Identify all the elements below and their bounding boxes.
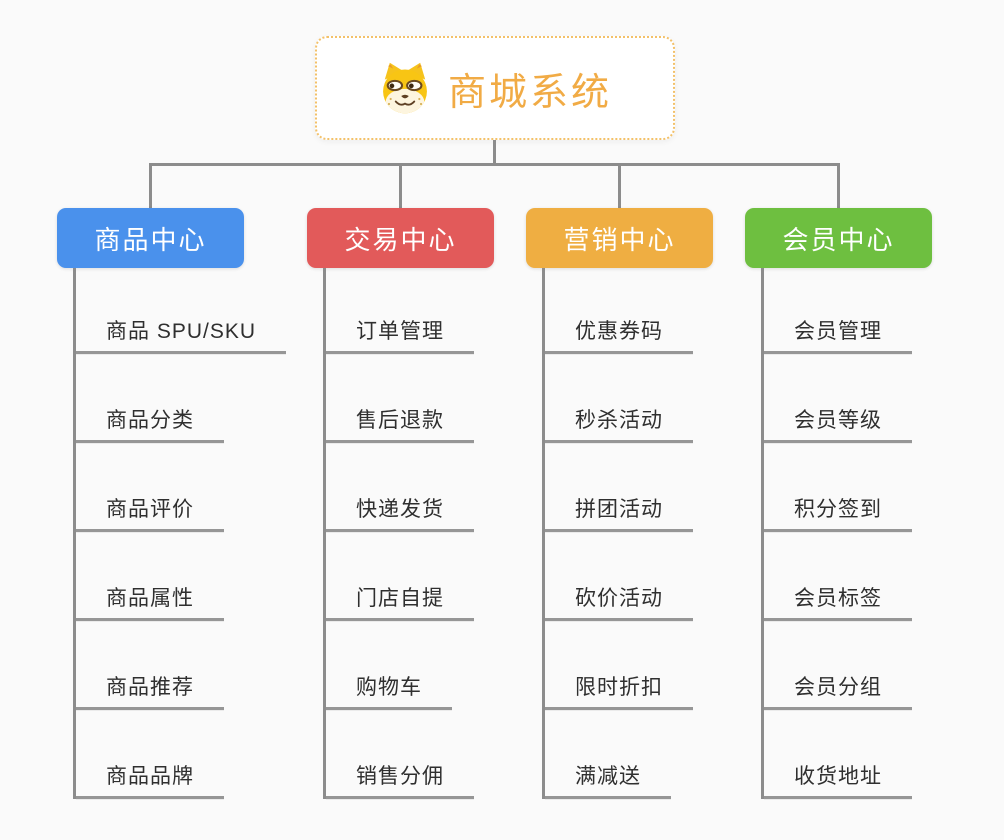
child-topic[interactable]: 拼团活动 bbox=[545, 493, 693, 532]
child-row: 商品分类 bbox=[76, 354, 244, 443]
branch-drop-line bbox=[149, 165, 152, 208]
child-topic[interactable]: 会员标签 bbox=[764, 582, 912, 621]
child-topic[interactable]: 砍价活动 bbox=[545, 582, 693, 621]
child-row: 订单管理 bbox=[326, 268, 494, 354]
branch-children: 会员管理会员等级积分签到会员标签会员分组收货地址 bbox=[761, 268, 932, 799]
child-row: 快递发货 bbox=[326, 443, 494, 532]
branch-topic-trade-center[interactable]: 交易中心 bbox=[307, 208, 494, 268]
child-topic[interactable]: 会员分组 bbox=[764, 671, 912, 710]
child-topic[interactable]: 商品分类 bbox=[76, 404, 224, 443]
child-row: 售后退款 bbox=[326, 354, 494, 443]
child-topic[interactable]: 商品 SPU/SKU bbox=[76, 315, 287, 354]
child-topic[interactable]: 商品品牌 bbox=[76, 760, 224, 799]
child-topic[interactable]: 限时折扣 bbox=[545, 671, 693, 710]
child-row: 商品评价 bbox=[76, 443, 244, 532]
child-row: 商品属性 bbox=[76, 532, 244, 621]
child-row: 会员分组 bbox=[764, 621, 932, 710]
branch-drop-line bbox=[837, 165, 840, 208]
child-topic[interactable]: 会员等级 bbox=[764, 404, 912, 443]
child-row: 会员等级 bbox=[764, 354, 932, 443]
child-topic[interactable]: 商品评价 bbox=[76, 493, 224, 532]
branch-topic-product-center[interactable]: 商品中心 bbox=[57, 208, 244, 268]
root-topic-title: 商城系统 bbox=[447, 71, 612, 114]
root-stem-line bbox=[493, 140, 496, 164]
branch-topic-marketing-center[interactable]: 营销中心 bbox=[526, 208, 713, 268]
child-row: 会员管理 bbox=[764, 268, 932, 354]
child-row: 优惠券码 bbox=[545, 268, 713, 354]
branch-product-center: 商品中心 商品 SPU/SKU 商品分类商品评价商品属性商品推荐商品品牌 bbox=[57, 208, 287, 799]
child-topic[interactable]: 订单管理 bbox=[326, 315, 474, 354]
child-topic[interactable]: 积分签到 bbox=[764, 493, 912, 532]
branch-children: 订单管理售后退款快递发货门店自提购物车销售分佣 bbox=[323, 268, 494, 799]
child-row: 购物车 bbox=[326, 621, 494, 710]
branch-children: 商品 SPU/SKU 商品分类商品评价商品属性商品推荐商品品牌 bbox=[73, 268, 287, 799]
child-topic[interactable]: 秒杀活动 bbox=[545, 404, 693, 443]
child-row: 秒杀活动 bbox=[545, 354, 713, 443]
child-row: 商品推荐 bbox=[76, 621, 244, 710]
child-topic[interactable]: 售后退款 bbox=[326, 404, 474, 443]
child-topic[interactable]: 满减送 bbox=[545, 760, 671, 799]
child-row: 砍价活动 bbox=[545, 532, 713, 621]
child-topic[interactable]: 会员管理 bbox=[764, 315, 912, 354]
branch-rail-line bbox=[149, 163, 840, 166]
child-topic[interactable]: 商品属性 bbox=[76, 582, 224, 621]
child-topic[interactable]: 销售分佣 bbox=[326, 760, 474, 799]
branch-topic-member-center[interactable]: 会员中心 bbox=[745, 208, 932, 268]
branch-marketing-center: 营销中心 优惠券码秒杀活动拼团活动砍价活动限时折扣满减送 bbox=[526, 208, 713, 799]
branch-trade-center: 交易中心 订单管理售后退款快递发货门店自提购物车销售分佣 bbox=[307, 208, 494, 799]
child-row: 会员标签 bbox=[764, 532, 932, 621]
doge-icon bbox=[383, 62, 427, 114]
child-row: 拼团活动 bbox=[545, 443, 713, 532]
child-topic[interactable]: 优惠券码 bbox=[545, 315, 693, 354]
child-row: 限时折扣 bbox=[545, 621, 713, 710]
child-topic[interactable]: 快递发货 bbox=[326, 493, 474, 532]
child-topic[interactable]: 商品推荐 bbox=[76, 671, 224, 710]
child-row: 收货地址 bbox=[764, 710, 932, 799]
child-row: 商品品牌 bbox=[76, 710, 244, 799]
root-topic[interactable]: 商城系统 bbox=[315, 36, 675, 140]
child-row: 商品 SPU/SKU bbox=[76, 268, 287, 354]
branch-member-center: 会员中心 会员管理会员等级积分签到会员标签会员分组收货地址 bbox=[745, 208, 932, 799]
child-topic[interactable]: 门店自提 bbox=[326, 582, 474, 621]
child-topic[interactable]: 收货地址 bbox=[764, 760, 912, 799]
branch-children: 优惠券码秒杀活动拼团活动砍价活动限时折扣满减送 bbox=[542, 268, 713, 799]
branch-drop-line bbox=[399, 165, 402, 208]
branch-drop-line bbox=[618, 165, 621, 208]
child-row: 销售分佣 bbox=[326, 710, 494, 799]
child-row: 门店自提 bbox=[326, 532, 494, 621]
child-topic[interactable]: 购物车 bbox=[326, 671, 452, 710]
child-row: 积分签到 bbox=[764, 443, 932, 532]
child-row: 满减送 bbox=[545, 710, 713, 799]
